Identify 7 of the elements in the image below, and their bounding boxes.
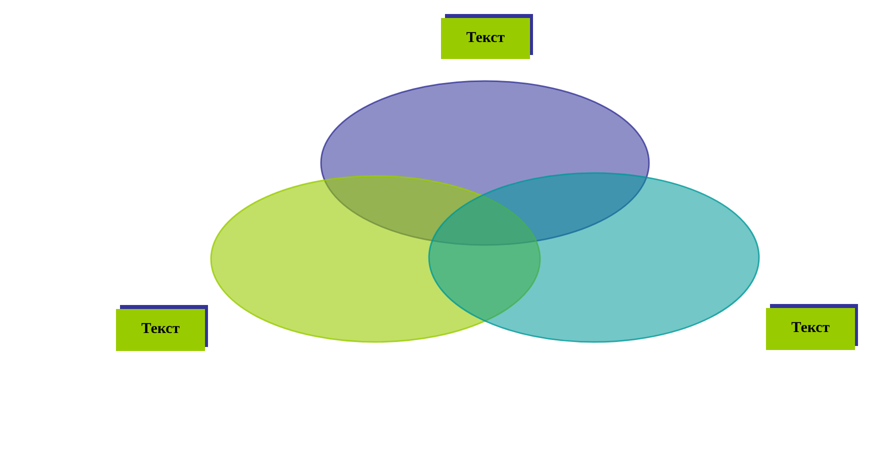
label-text: Текст xyxy=(790,319,831,338)
ellipse xyxy=(428,172,760,343)
label-card xyxy=(116,305,208,351)
label-card xyxy=(441,14,533,59)
label-card xyxy=(766,304,858,350)
label-text: Текст xyxy=(465,29,506,48)
label-text: Текст xyxy=(140,320,181,339)
